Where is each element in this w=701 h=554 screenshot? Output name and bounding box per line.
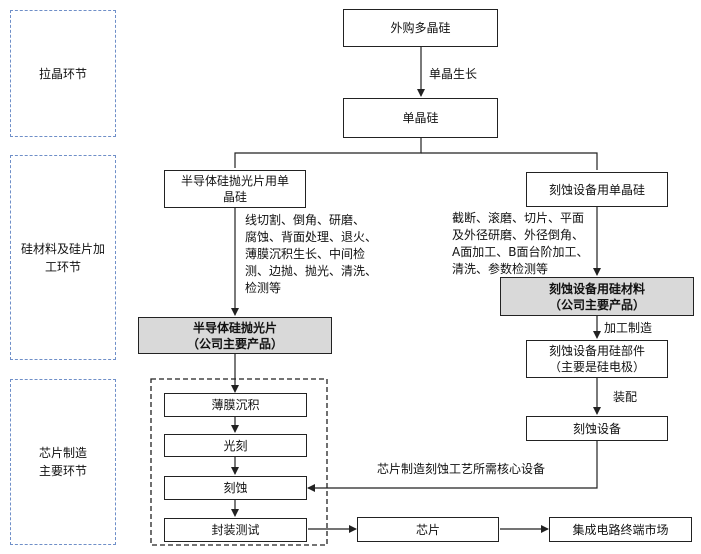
node-purchased-polysilicon: 外购多晶硅 bbox=[343, 9, 498, 47]
node-etch-silicon-parts: 刻蚀设备用硅部件 （主要是硅电极） bbox=[526, 340, 668, 378]
node-semiconductor-mono: 半导体硅抛光片用单 晶硅 bbox=[164, 170, 306, 208]
label-machining: 加工制造 bbox=[604, 321, 653, 335]
label-etch-material-steps: 截断、滚磨、切片、平面 及外径研磨、外径倒角、 A面加工、B面台阶加工、 清洗、… bbox=[452, 211, 589, 276]
branch-mono-split bbox=[234, 138, 422, 168]
label-assembly: 装配 bbox=[613, 390, 638, 404]
chip-steps-dashed-frame bbox=[150, 378, 328, 546]
node-monocrystalline-silicon: 单晶硅 bbox=[343, 98, 498, 138]
node-lithography: 光刻 bbox=[164, 434, 307, 457]
node-etching: 刻蚀 bbox=[164, 476, 307, 500]
section-crystal-growth: 拉晶环节 bbox=[10, 10, 116, 137]
node-chip: 芯片 bbox=[357, 517, 499, 542]
section-silicon-processing: 硅材料及硅片加 工环节 bbox=[10, 155, 116, 360]
label-wafer-process-steps: 线切割、倒角、研磨、 腐蚀、背面处理、退火、 薄膜沉积生长、中间检 测、边抛、抛… bbox=[245, 213, 378, 295]
branch-mono-right bbox=[421, 152, 598, 170]
node-thin-film-deposition: 薄膜沉积 bbox=[164, 393, 307, 417]
label-crystal-growth: 单晶生长 bbox=[429, 67, 478, 81]
node-etch-equipment: 刻蚀设备 bbox=[526, 416, 668, 441]
arrow-equipment-to-etch bbox=[307, 441, 598, 492]
label-core-equipment: 芯片制造刻蚀工艺所需核心设备 bbox=[377, 462, 546, 476]
section-chip-manufacturing: 芯片制造 主要环节 bbox=[10, 379, 116, 545]
node-etch-silicon-material: 刻蚀设备用硅材料 （公司主要产品） bbox=[500, 277, 694, 316]
node-polished-wafer: 半导体硅抛光片 （公司主要产品） bbox=[138, 317, 332, 354]
node-packaging-testing: 封装测试 bbox=[164, 518, 307, 542]
node-etch-mono: 刻蚀设备用单晶硅 bbox=[526, 172, 668, 207]
node-ic-end-market: 集成电路终端市场 bbox=[549, 517, 692, 542]
